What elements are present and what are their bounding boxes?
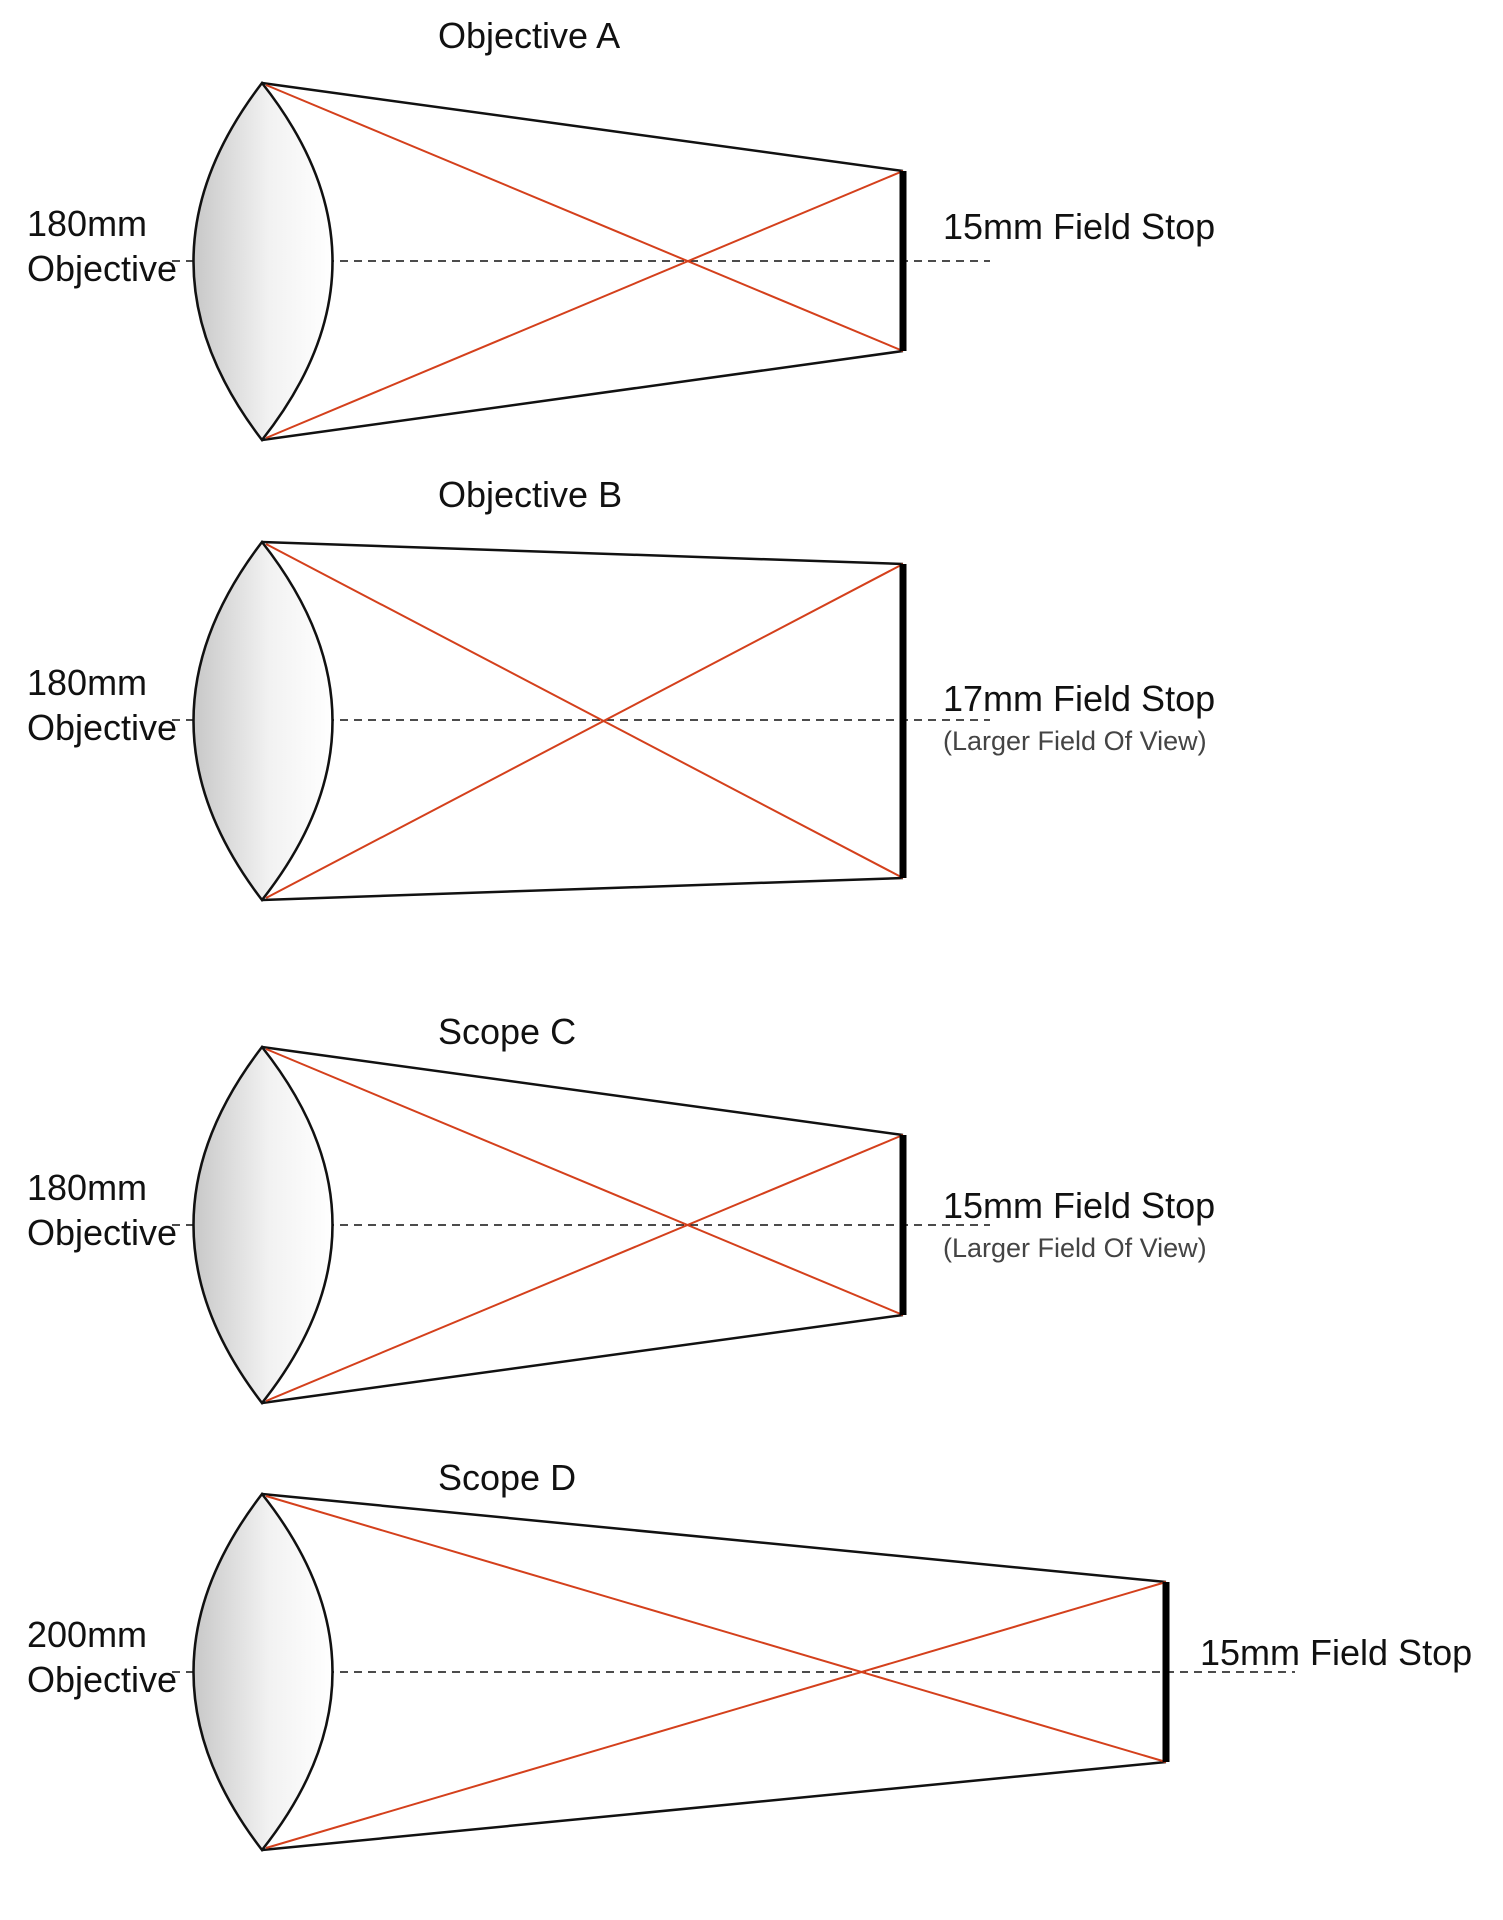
cone-bottom-edge	[261, 1313, 904, 1405]
cone-bottom-edge	[261, 1760, 1167, 1852]
ray-bottom-to-top	[265, 1134, 904, 1402]
cone-top-edge	[261, 540, 904, 566]
objective-lens	[192, 80, 334, 443]
cone-top-edge	[261, 81, 904, 173]
objective-lens	[192, 539, 334, 903]
ray-top-to-bottom	[265, 84, 904, 352]
cone-top-edge	[261, 1492, 1167, 1584]
ray-bottom-to-top	[265, 1581, 1167, 1849]
panel-title: Objective A	[438, 15, 620, 56]
objective-label: Objective	[27, 1212, 177, 1253]
cone-bottom-edge	[261, 876, 904, 902]
objective-size-label: 180mm	[27, 203, 147, 244]
ray-top-to-bottom	[265, 543, 904, 879]
objective-label: Objective	[27, 707, 177, 748]
panel-title: Scope D	[438, 1457, 576, 1498]
panel-title: Objective B	[438, 474, 622, 515]
field-stop-label: 15mm Field Stop	[1200, 1632, 1472, 1673]
objective-size-label: 200mm	[27, 1614, 147, 1655]
objective-size-label: 180mm	[27, 662, 147, 703]
ray-top-to-bottom	[265, 1495, 1167, 1763]
field-stop-label: 15mm Field Stop	[943, 206, 1215, 247]
cone-bottom-edge	[261, 349, 904, 442]
objective-lens	[192, 1044, 334, 1406]
cone-top-edge	[261, 1045, 904, 1137]
ray-top-to-bottom	[265, 1048, 904, 1316]
objective-size-label: 180mm	[27, 1167, 147, 1208]
field-stop-label: 17mm Field Stop	[943, 678, 1215, 719]
ray-bottom-to-top	[265, 563, 904, 899]
field-stop-label: 15mm Field Stop	[943, 1185, 1215, 1226]
ray-bottom-to-top	[265, 170, 904, 439]
field-stop-note: (Larger Field Of View)	[943, 726, 1207, 756]
objective-label: Objective	[27, 248, 177, 289]
field-stop-note: (Larger Field Of View)	[943, 1233, 1207, 1263]
panel-title: Scope C	[438, 1011, 576, 1052]
objective-label: Objective	[27, 1659, 177, 1700]
objective-lens	[192, 1491, 334, 1853]
